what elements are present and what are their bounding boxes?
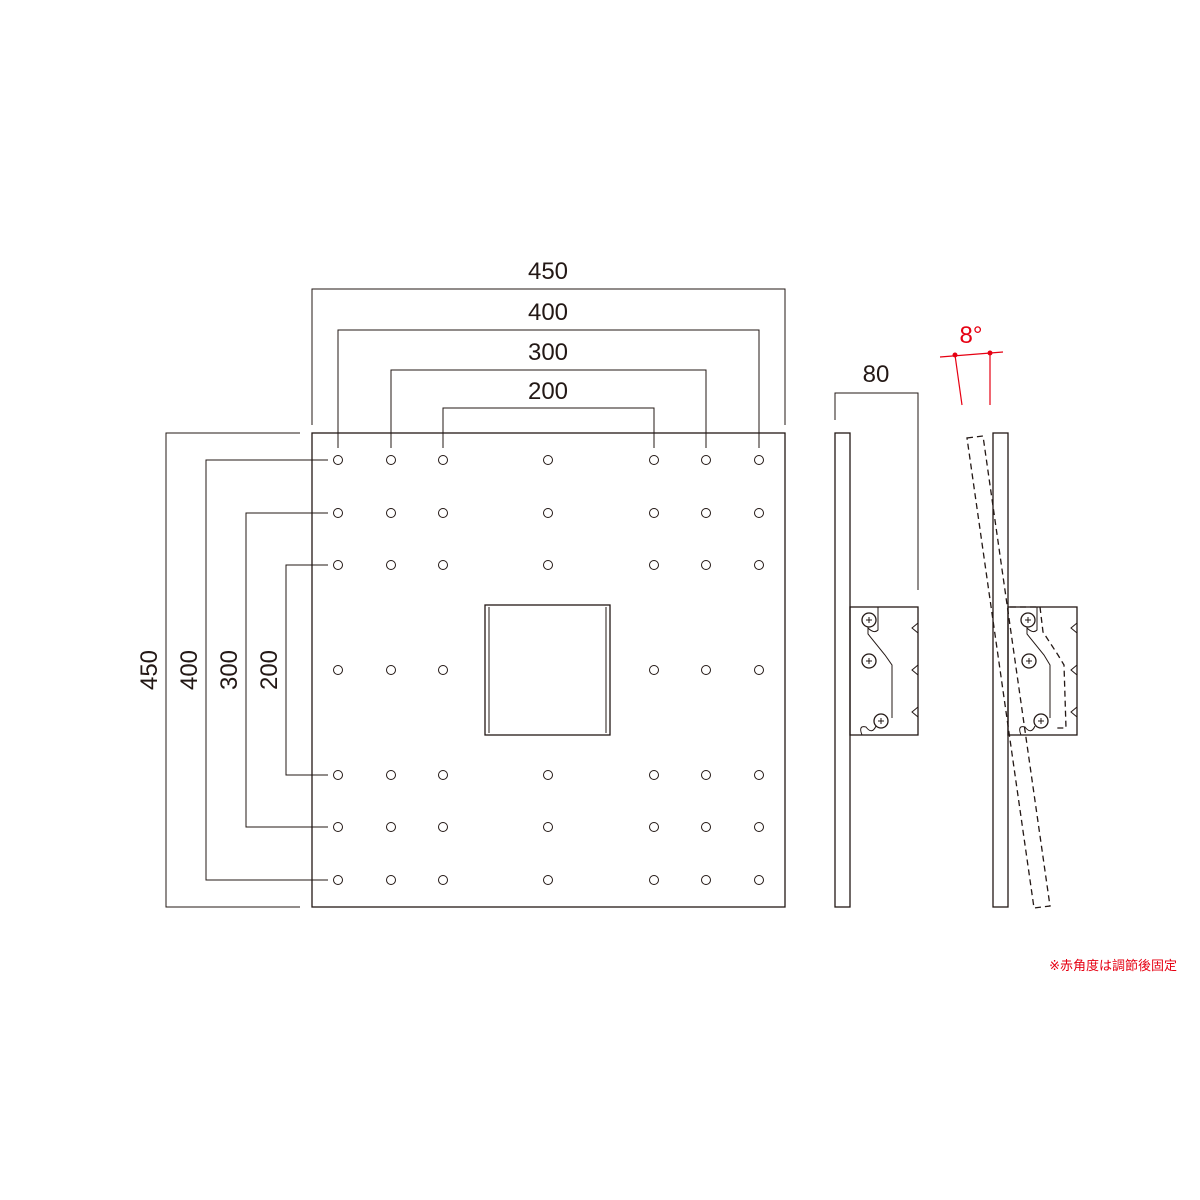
mounting-hole <box>386 770 396 780</box>
mounting-hole <box>543 560 553 570</box>
mounting-hole <box>333 665 343 675</box>
mounting-hole <box>649 665 659 675</box>
mounting-hole <box>438 665 448 675</box>
tilt-angle-indicator <box>939 350 1004 406</box>
mounting-hole <box>386 455 396 465</box>
mounting-hole <box>701 875 711 885</box>
mounting-hole <box>333 508 343 518</box>
dim-depth-80: 80 <box>863 361 890 388</box>
mounting-hole <box>438 560 448 570</box>
side-bracket <box>849 606 919 736</box>
mounting-hole <box>701 508 711 518</box>
mounting-hole <box>649 770 659 780</box>
mounting-hole <box>386 665 396 675</box>
screw-icon <box>861 653 877 669</box>
screw-icon <box>1020 612 1036 628</box>
mounting-hole <box>754 822 764 832</box>
mounting-hole <box>754 875 764 885</box>
mounting-hole <box>333 455 343 465</box>
mounting-hole <box>649 455 659 465</box>
mounting-hole <box>649 822 659 832</box>
tilted-plate-outline <box>966 435 1051 909</box>
mounting-hole <box>543 822 553 832</box>
screw-icon <box>873 713 889 729</box>
mounting-hole <box>543 875 553 885</box>
mounting-hole <box>701 455 711 465</box>
mounting-hole <box>333 875 343 885</box>
side-plate <box>834 432 851 908</box>
depth-dimension-line <box>834 392 919 590</box>
screw-icon <box>861 612 877 628</box>
mounting-hole <box>754 665 764 675</box>
mounting-hole <box>649 508 659 518</box>
center-opening <box>484 604 611 736</box>
dim-width-400: 400 <box>528 299 568 326</box>
dim-height-300: 300 <box>216 650 243 690</box>
front-plate <box>311 432 786 908</box>
mounting-hole <box>754 455 764 465</box>
mounting-hole <box>543 455 553 465</box>
dim-height-200: 200 <box>256 650 283 690</box>
mounting-hole <box>701 665 711 675</box>
angle-note: ※赤角度は調節後固定 <box>1049 958 1177 974</box>
mounting-hole <box>438 508 448 518</box>
mounting-hole <box>754 770 764 780</box>
mounting-hole <box>701 822 711 832</box>
mounting-hole <box>754 508 764 518</box>
mounting-hole <box>333 770 343 780</box>
mounting-hole <box>543 770 553 780</box>
dim-width-300: 300 <box>528 339 568 366</box>
mounting-hole <box>649 560 659 570</box>
mounting-hole <box>386 560 396 570</box>
mounting-hole <box>543 508 553 518</box>
dim-width-450: 450 <box>528 258 568 285</box>
tilt-view-plate <box>992 432 1009 908</box>
tilt-bracket <box>1007 606 1078 736</box>
mounting-hole <box>386 822 396 832</box>
left-dimension-lines <box>165 432 328 908</box>
mounting-hole <box>386 508 396 518</box>
mounting-hole <box>701 770 711 780</box>
top-dimension-lines <box>311 288 786 448</box>
mounting-hole <box>438 822 448 832</box>
mounting-hole <box>333 560 343 570</box>
mounting-hole <box>701 560 711 570</box>
tilt-angle-label: 8° <box>960 322 983 349</box>
mounting-hole <box>754 560 764 570</box>
mounting-hole <box>438 875 448 885</box>
dim-height-400: 400 <box>176 650 203 690</box>
screw-icon <box>1033 713 1049 729</box>
mounting-hole <box>386 875 396 885</box>
mounting-hole <box>438 455 448 465</box>
mounting-hole <box>649 875 659 885</box>
screw-icon <box>1021 653 1037 669</box>
dim-height-450: 450 <box>136 650 163 690</box>
mounting-holes <box>333 455 764 885</box>
mounting-hole <box>438 770 448 780</box>
mounting-hole <box>333 822 343 832</box>
dim-width-200: 200 <box>528 378 568 405</box>
